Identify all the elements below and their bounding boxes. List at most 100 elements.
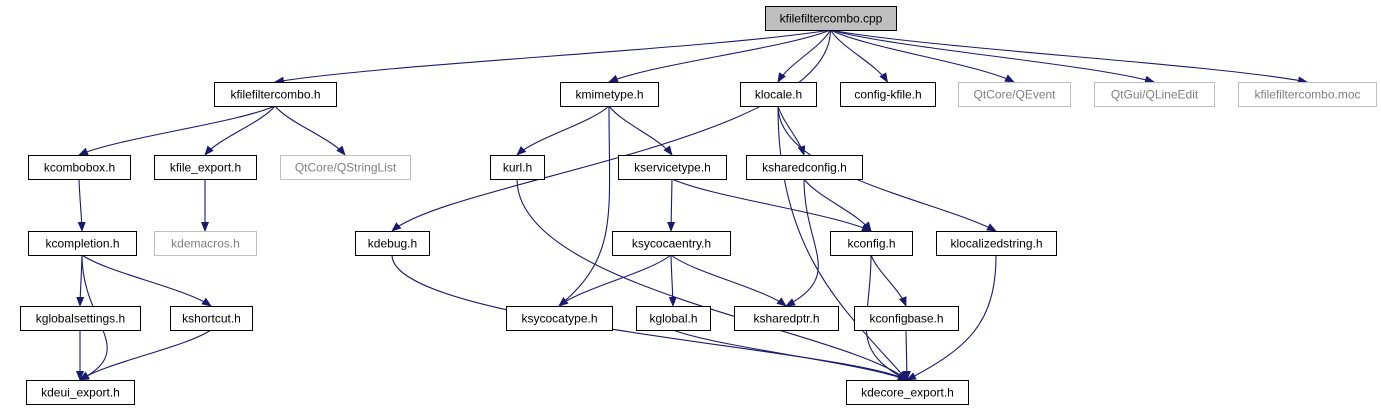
node-label: kshortcut.h	[182, 312, 241, 326]
node-box	[840, 82, 936, 107]
node-ksycocaentry-h[interactable]: ksycocaentry.h	[612, 231, 731, 256]
node-label: kcombobox.h	[44, 161, 115, 175]
node-kshortcut-h[interactable]: kshortcut.h	[170, 306, 253, 331]
node-label: kfile_export.h	[170, 161, 241, 175]
node-box	[28, 231, 137, 256]
edge-kcompletion-h-to-kdeui-export-h	[79, 254, 108, 381]
node-config-kfile-h[interactable]: config-kfile.h	[840, 82, 936, 107]
node-qlineedit: QtGui/QLineEdit	[1094, 82, 1215, 107]
node-box	[846, 380, 969, 405]
edge-ksycocaentry-h-to-kglobal-h	[668, 254, 677, 307]
node-box	[280, 155, 411, 180]
edge-kurl-h-to-kdecore-export-h	[516, 178, 908, 381]
node-label: kdemacros.h	[171, 237, 240, 251]
edge-root-to-qevent	[830, 29, 1015, 83]
edge-root-to-kfilefiltercombo-h	[274, 29, 831, 85]
edge-kconfig-h-to-kdecore-export-h	[865, 254, 908, 381]
edge-kconfigbase-h-to-kdecore-export-h	[902, 329, 911, 381]
node-label: kdebug.h	[368, 237, 417, 251]
edge-kshortcut-h-to-kdeui-export-h	[79, 329, 212, 381]
edge-kmimetype-h-to-ksycocatype-h	[558, 105, 611, 307]
node-label: kfilefiltercombo.h	[230, 88, 320, 102]
node-box	[28, 155, 131, 180]
edge-kmimetype-h-to-kservicetype-h	[608, 105, 673, 156]
node-box	[506, 306, 613, 331]
node-label: ksharedconfig.h	[762, 161, 847, 175]
node-moc: kfilefiltercombo.moc	[1238, 82, 1377, 107]
node-label: kglobalsettings.h	[36, 312, 125, 326]
node-label: kdeui_export.h	[41, 386, 120, 400]
edge-kfilefiltercombo-h-to-kcombobox-h	[78, 105, 276, 156]
edge-kfilefiltercombo-h-to-kfile-export-h	[204, 105, 276, 156]
node-kglobal-h[interactable]: kglobal.h	[636, 306, 711, 331]
edge-kcompletion-h-to-kshortcut-h	[81, 254, 212, 307]
node-label: QtGui/QLineEdit	[1111, 88, 1199, 102]
edge-kconfig-h-to-kconfigbase-h	[870, 254, 907, 307]
node-box	[734, 306, 839, 331]
node-kdebug-h[interactable]: kdebug.h	[355, 231, 430, 256]
node-box	[214, 82, 337, 107]
node-kfile-export-h[interactable]: kfile_export.h	[154, 155, 257, 180]
node-label: kconfigbase.h	[869, 312, 943, 326]
node-kcombobox-h[interactable]: kcombobox.h	[28, 155, 131, 180]
edge-klocalizedstring-h-to-kdecore-export-h	[906, 254, 997, 381]
node-box	[154, 231, 257, 256]
node-kcompletion-h[interactable]: kcompletion.h	[28, 231, 137, 256]
node-kdemacros-h: kdemacros.h	[154, 231, 257, 256]
edge-kfilefiltercombo-h-to-qstringlist	[274, 105, 346, 156]
node-box	[560, 82, 659, 107]
node-klocalizedstring-h[interactable]: klocalizedstring.h	[936, 231, 1057, 256]
node-label: QtCore/QEvent	[973, 88, 1056, 102]
node-kdecore-export-h[interactable]: kdecore_export.h	[846, 380, 969, 405]
node-box	[355, 231, 430, 256]
edge-kservicetype-h-to-ksycocaentry-h	[667, 178, 676, 232]
edge-root-to-kdebug-h	[391, 29, 832, 232]
edge-klocale-h-to-klocalizedstring-h	[777, 105, 997, 232]
node-box	[170, 306, 253, 331]
node-label: kconfig.h	[847, 237, 895, 251]
edge-kcombobox-h-to-kcompletion-h	[77, 178, 86, 232]
edge-ksycocaentry-h-to-ksycocatype-h	[558, 254, 672, 307]
node-klocale-h[interactable]: klocale.h	[740, 82, 817, 107]
node-label: kfilefiltercombo.cpp	[780, 12, 883, 26]
node-label: QtCore/QStringList	[295, 161, 397, 175]
edges-layer	[76, 29, 1308, 381]
node-box	[765, 6, 897, 31]
node-kglobalsettings-h[interactable]: kglobalsettings.h	[20, 306, 141, 331]
node-label: klocalizedstring.h	[950, 237, 1042, 251]
edge-root-to-klocale-h	[777, 29, 831, 83]
node-box	[830, 231, 913, 256]
node-label: ksycocaentry.h	[632, 237, 711, 251]
node-kconfigbase-h[interactable]: kconfigbase.h	[854, 306, 959, 331]
node-ksharedptr-h[interactable]: ksharedptr.h	[734, 306, 839, 331]
edge-kglobal-h-to-kdecore-export-h	[672, 329, 908, 381]
node-box	[746, 155, 863, 180]
node-kurl-h[interactable]: kurl.h	[490, 155, 545, 180]
node-box	[1238, 82, 1377, 107]
node-root[interactable]: kfilefiltercombo.cpp	[765, 6, 897, 31]
node-label: kservicetype.h	[634, 161, 711, 175]
edge-root-to-config-kfile-h	[830, 29, 889, 83]
node-label: kurl.h	[503, 161, 532, 175]
node-box	[1094, 82, 1215, 107]
node-qstringlist: QtCore/QStringList	[280, 155, 411, 180]
node-ksycocatype-h[interactable]: ksycocatype.h	[506, 306, 613, 331]
node-box	[612, 231, 731, 256]
node-qevent: QtCore/QEvent	[958, 82, 1071, 107]
edge-ksycocaentry-h-to-ksharedptr-h	[670, 254, 787, 307]
nodes-layer: kfilefiltercombo.cpp kfilefiltercombo.h km…	[20, 6, 1377, 405]
node-kdeui-export-h[interactable]: kdeui_export.h	[26, 380, 135, 405]
edge-klocale-h-to-ksharedconfig-h	[777, 105, 806, 156]
edge-ksharedconfig-h-to-kconfig-h	[803, 178, 872, 232]
node-ksharedconfig-h[interactable]: ksharedconfig.h	[746, 155, 863, 180]
node-kconfig-h[interactable]: kconfig.h	[830, 231, 913, 256]
node-kmimetype-h[interactable]: kmimetype.h	[560, 82, 659, 107]
node-box	[636, 306, 711, 331]
edge-root-to-kmimetype-h	[608, 29, 831, 83]
edge-root-to-qlineedit	[830, 29, 1155, 84]
edge-kmimetype-h-to-kurl-h	[516, 105, 610, 156]
node-kservicetype-h[interactable]: kservicetype.h	[618, 155, 727, 180]
node-kfilefiltercombo-h[interactable]: kfilefiltercombo.h	[214, 82, 337, 107]
node-label: ksharedptr.h	[753, 312, 819, 326]
